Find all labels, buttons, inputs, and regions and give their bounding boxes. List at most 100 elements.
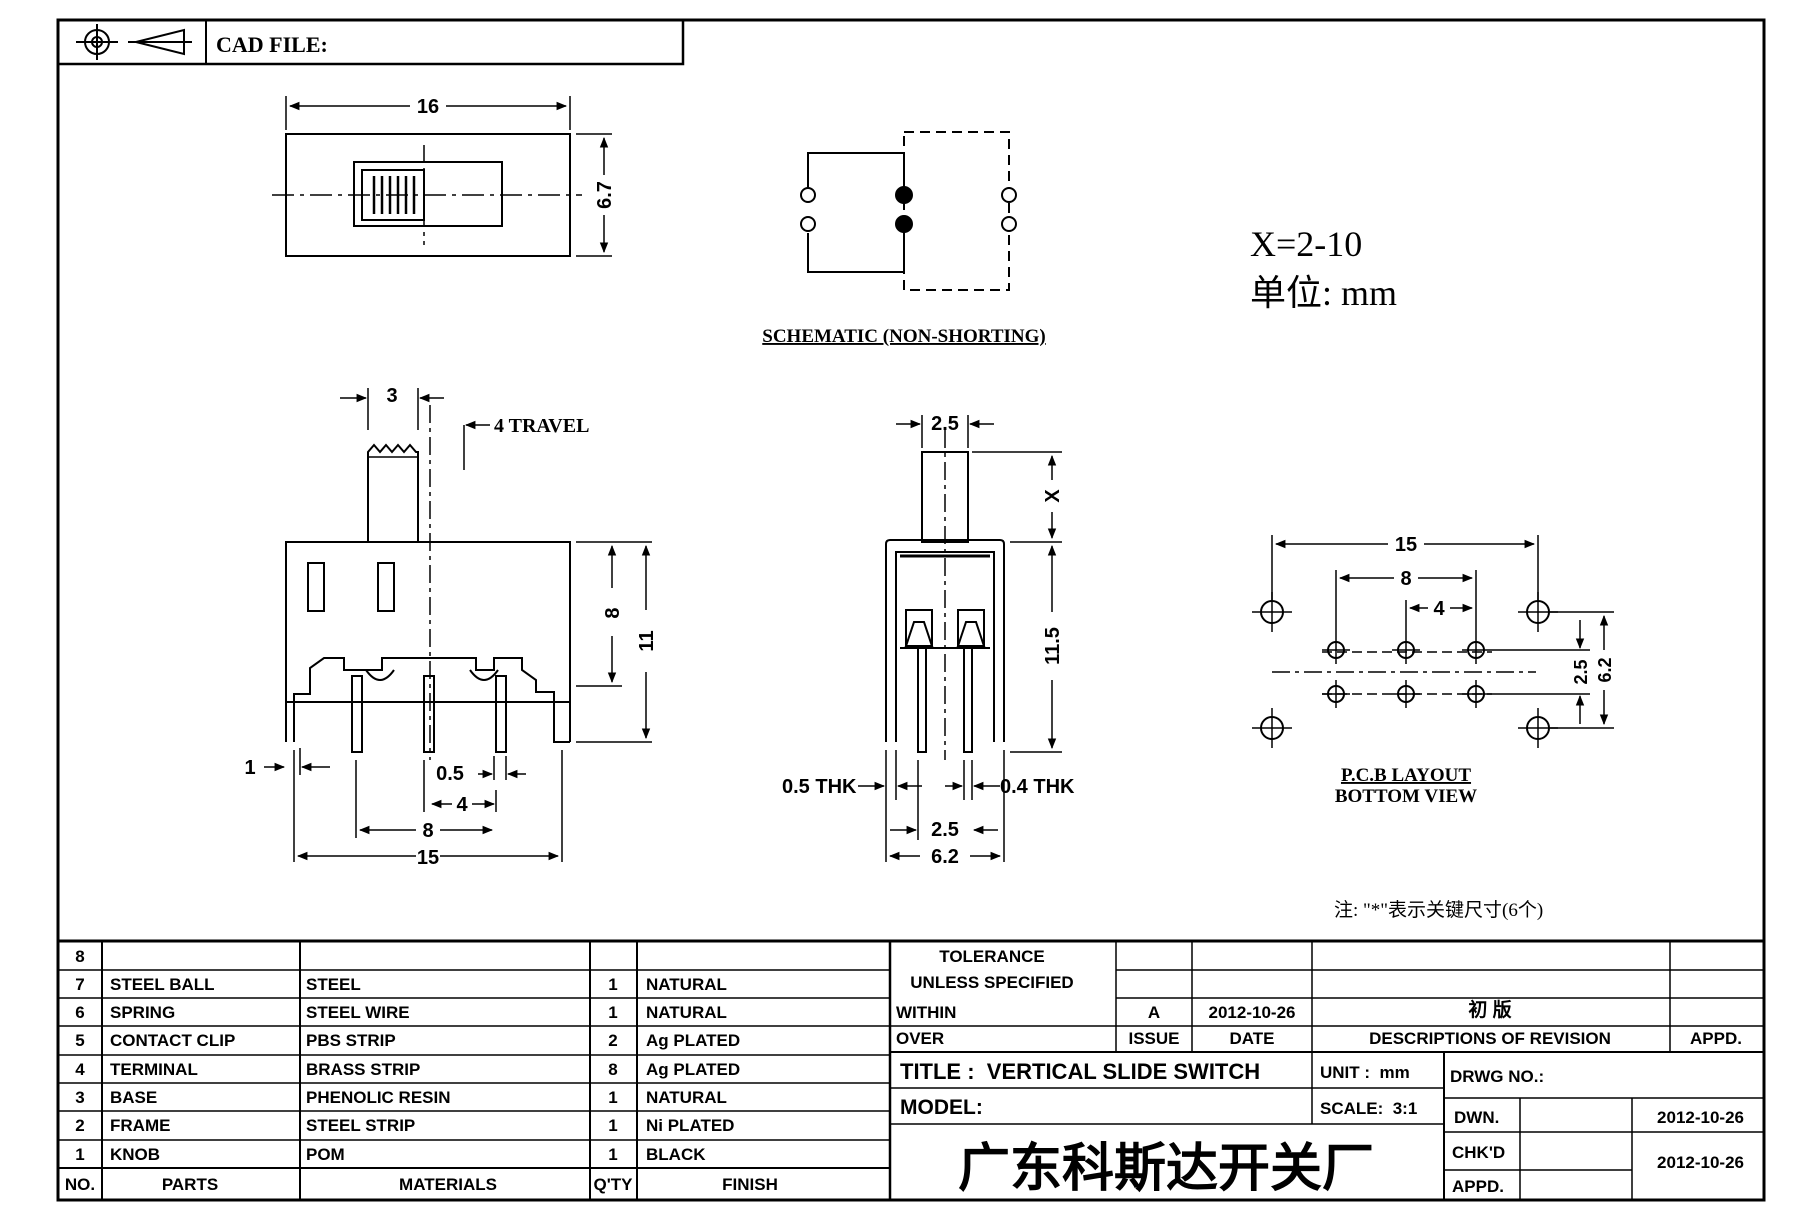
bom-finish: Ag PLATED (646, 1060, 740, 1079)
bom-part: FRAME (110, 1116, 170, 1135)
bom-qty: 1 (608, 1088, 617, 1107)
pcb-layout-subtitle: BOTTOM VIEW (1335, 786, 1477, 807)
bom-header-finish: FINISH (722, 1175, 778, 1194)
pcb-layout-title: P.C.B LAYOUT (1341, 765, 1471, 786)
date-label: DATE (1229, 1029, 1274, 1048)
table-row: 7 STEEL BALL STEEL 1 NATURAL (75, 975, 727, 994)
pcb-layout (1252, 535, 1614, 748)
end-view (858, 415, 1062, 862)
issue-date: 2012-10-26 (1209, 1003, 1296, 1022)
key-dimension-note: 注: "*"表示关键尺寸(6个) (1334, 899, 1543, 921)
bom-header-no: NO. (65, 1175, 95, 1194)
header-box: CAD FILE: (56, 18, 685, 66)
bom-no: 8 (75, 947, 84, 966)
side-lead-width-dim: 1 (244, 757, 255, 779)
bom-header-qty: Q'TY (594, 1175, 634, 1194)
scale-label: SCALE: 3:1 (1320, 1099, 1417, 1118)
bom-part: KNOB (110, 1145, 160, 1164)
unless-specified-label: UNLESS SPECIFIED (910, 973, 1073, 992)
bom-finish: Ni PLATED (646, 1116, 734, 1135)
table-grid (58, 939, 1764, 1200)
end-thk-left: 0.5 THK (782, 776, 857, 798)
side-travel-dim: 4 TRAVEL (494, 415, 589, 437)
dwn-date: 2012-10-26 (1657, 1108, 1744, 1127)
front-width-dim: 16 (417, 96, 439, 118)
bom-material: PBS STRIP (306, 1031, 396, 1050)
table-row: 3 BASE PHENOLIC RESIN 1 NATURAL (75, 1088, 727, 1107)
bom-qty: 1 (608, 1003, 617, 1022)
bom-no: 7 (75, 975, 84, 994)
end-height-dim: 11.5 (1042, 627, 1064, 665)
appd-label-2: APPD. (1452, 1177, 1504, 1196)
bom-no: 6 (75, 1003, 84, 1022)
side-body-width-dim: 15 (417, 847, 439, 869)
projection-symbol-icon (76, 24, 192, 60)
bom-qty: 8 (608, 1060, 617, 1079)
bom-material: STEEL (306, 975, 361, 994)
bom-finish: Ag PLATED (646, 1031, 740, 1050)
bom-qty: 1 (608, 1116, 617, 1135)
bom-material: BRASS STRIP (306, 1060, 420, 1079)
model-label: MODEL: (900, 1096, 983, 1119)
bom-qty: 1 (608, 975, 617, 994)
pcb-outer-pitch-dim: 8 (1400, 568, 1411, 590)
revision-description: 初 版 (1468, 998, 1511, 1021)
side-total-height-dim: 11 (636, 630, 658, 651)
bom-qty: 1 (608, 1145, 617, 1164)
bom-table: 8 7 STEEL BALL STEEL 1 NATURAL 6 SPRING … (65, 947, 778, 1194)
title-block: TOLERANCE UNLESS SPECIFIED WITHIN OVER A… (896, 947, 1744, 1198)
end-actuator-dim: 2.5 (931, 413, 959, 435)
bom-finish: NATURAL (646, 1088, 727, 1107)
cad-file-label: CAD FILE: (216, 32, 328, 57)
table-row: 6 SPRING STEEL WIRE 1 NATURAL (75, 1003, 727, 1022)
table-row: 4 TERMINAL BRASS STRIP 8 Ag PLATED (75, 1060, 740, 1079)
revision-appd-label: APPD. (1690, 1029, 1742, 1048)
front-height-dim: 6.7 (594, 181, 616, 209)
side-view (264, 388, 652, 862)
bom-material: STEEL WIRE (306, 1003, 410, 1022)
bom-material: PHENOLIC RESIN (306, 1088, 451, 1107)
bom-header-row: NO. PARTS MATERIALS Q'TY FINISH (65, 1175, 778, 1194)
side-outer-pitch-dim: 8 (422, 820, 433, 842)
end-x-dim: X (1042, 489, 1064, 503)
table-row: 8 (75, 947, 84, 966)
end-thk-right: 0.4 THK (1000, 776, 1075, 798)
side-lead-thk-dim: 0.5 (436, 763, 464, 785)
revision-desc-label: DESCRIPTIONS OF REVISION (1369, 1029, 1611, 1048)
bom-material: POM (306, 1145, 345, 1164)
bom-header-material: MATERIALS (399, 1175, 497, 1194)
side-body-height-dim: 8 (602, 607, 624, 618)
end-lead-span-dim: 2.5 (931, 819, 959, 841)
table-row: 1 KNOB POM 1 BLACK (75, 1145, 706, 1164)
chkd-date: 2012-10-26 (1657, 1153, 1744, 1172)
pcb-width-dim: 15 (1395, 534, 1417, 556)
bom-part: STEEL BALL (110, 975, 215, 994)
front-view (272, 96, 612, 257)
over-label: OVER (896, 1029, 944, 1048)
pcb-col-gap-dim: 6.2 (1595, 657, 1615, 682)
bom-material: STEEL STRIP (306, 1116, 415, 1135)
bom-no: 1 (75, 1145, 84, 1164)
bom-no: 2 (75, 1116, 84, 1135)
bom-no: 5 (75, 1031, 84, 1050)
bom-part: TERMINAL (110, 1060, 198, 1079)
bom-finish: NATURAL (646, 1003, 727, 1022)
bom-qty: 2 (608, 1031, 617, 1050)
bom-part: BASE (110, 1088, 157, 1107)
pcb-row-gap-dim: 2.5 (1571, 659, 1591, 684)
side-actuator-dim: 3 (386, 385, 397, 407)
issue-value: A (1148, 1003, 1160, 1022)
drawing-title: TITLE : VERTICAL SLIDE SWITCH (900, 1059, 1260, 1084)
within-label: WITHIN (896, 1003, 956, 1022)
schematic-title: SCHEMATIC (NON-SHORTING) (762, 326, 1045, 347)
drwg-no-label: DRWG NO.: (1450, 1067, 1544, 1086)
dwn-label: DWN. (1454, 1108, 1499, 1127)
bom-no: 4 (75, 1060, 85, 1079)
table-row: 5 CONTACT CLIP PBS STRIP 2 Ag PLATED (75, 1031, 740, 1050)
table-row: 2 FRAME STEEL STRIP 1 Ni PLATED (75, 1116, 734, 1135)
schematic-diagram (800, 131, 1017, 291)
issue-label: ISSUE (1128, 1029, 1179, 1048)
unit-note: 单位: mm (1250, 273, 1397, 313)
bom-finish: NATURAL (646, 975, 727, 994)
